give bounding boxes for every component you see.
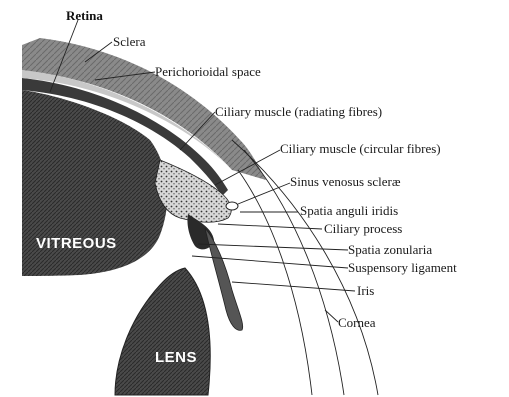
label-vitreous: VITREOUS [36,235,117,252]
label-ciliary-muscle-radiating: Ciliary muscle (radiating fibres) [215,104,382,119]
label-lens: LENS [155,349,197,366]
label-ciliary-process: Ciliary process [324,221,402,236]
label-suspensory-ligament: Suspensory ligament [348,260,457,275]
label-sclera: Sclera [113,34,146,49]
sinus-venosus-shape [226,202,238,210]
label-iris: Iris [357,283,374,298]
label-ciliary-muscle-circular: Ciliary muscle (circular fibres) [280,141,441,156]
label-cornea: Cornea [338,315,376,330]
label-perichorioidal-space: Perichorioidal space [155,64,261,79]
label-retina: Retina [66,8,103,23]
label-spatia-zonularia: Spatia zonularia [348,242,432,257]
label-spatia-anguli: Spatia anguli iridis [300,203,398,218]
label-sinus-venosus: Sinus venosus scleræ [290,174,401,189]
